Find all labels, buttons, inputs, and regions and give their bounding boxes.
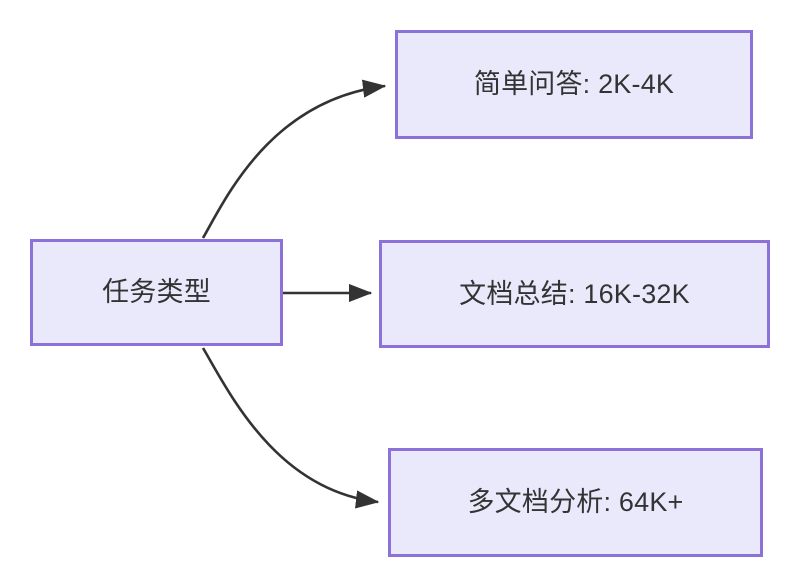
node-simple-qa[interactable]: 简单问答: 2K-4K [395, 30, 753, 139]
node-doc-summary-label: 文档总结: 16K-32K [459, 278, 690, 309]
node-multi-doc[interactable]: 多文档分析: 64K+ [388, 448, 763, 557]
edge-task-type-to-multi-doc [201, 347, 380, 509]
node-simple-qa-label: 简单问答: 2K-4K [473, 69, 675, 100]
node-task-type-label: 任务类型 [102, 277, 211, 308]
node-task-type[interactable]: 任务类型 [30, 239, 283, 346]
node-multi-doc-label: 多文档分析: 64K+ [467, 487, 684, 518]
edge-task-type-to-simple-qa [201, 79, 387, 239]
node-doc-summary[interactable]: 文档总结: 16K-32K [379, 240, 770, 348]
